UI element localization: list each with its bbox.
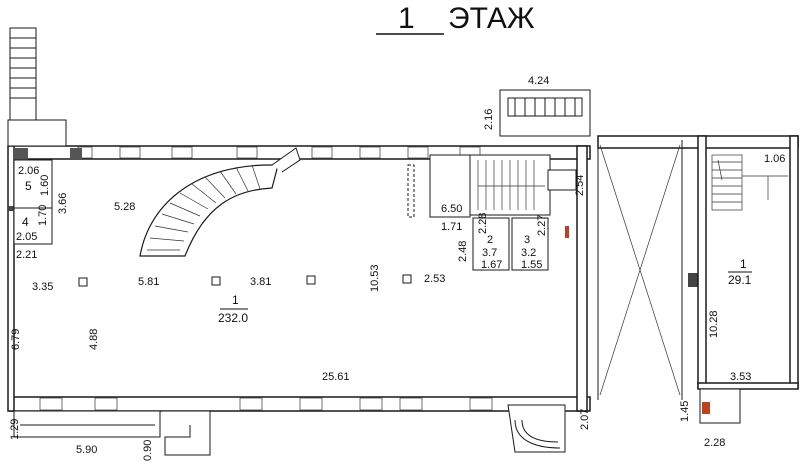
dim-10-28: 10.28 bbox=[708, 310, 720, 338]
curved-stair bbox=[139, 147, 301, 257]
room-right-area: 29.1 bbox=[728, 273, 752, 287]
right-exit bbox=[699, 388, 741, 424]
dim-1-71: 1.71 bbox=[441, 221, 462, 233]
dim-5-28: 5.28 bbox=[114, 201, 135, 213]
dim-1-70: 1.70 bbox=[37, 205, 49, 226]
room-1-area: 232.0 bbox=[218, 311, 248, 325]
dim-1-55: 1.55 bbox=[521, 259, 542, 271]
top-stair bbox=[499, 89, 591, 137]
dim-2-54: 2.54 bbox=[574, 175, 586, 196]
right-block-walls bbox=[597, 135, 799, 400]
columns bbox=[78, 274, 412, 287]
dim-3-53: 3.53 bbox=[730, 371, 751, 383]
room-3-area: 3.2 bbox=[521, 247, 536, 259]
dim-1-60: 1.60 bbox=[39, 175, 51, 196]
room-5-number: 5 bbox=[25, 179, 32, 193]
room-3-number: 3 bbox=[524, 234, 530, 246]
dim-5-81: 5.81 bbox=[138, 276, 159, 288]
dim-2-28-a: 2.28 bbox=[477, 213, 489, 234]
dim-2-53: 2.53 bbox=[424, 273, 445, 285]
dim-6-50: 6.50 bbox=[441, 203, 462, 215]
right-stair bbox=[711, 154, 788, 211]
dim-2-21: 2.21 bbox=[16, 249, 37, 261]
dim-2-27: 2.27 bbox=[536, 215, 548, 236]
dim-2-48: 2.48 bbox=[457, 241, 469, 262]
dim-5-90: 5.90 bbox=[76, 444, 97, 456]
dim-3-35: 3.35 bbox=[32, 281, 53, 293]
room-2-area: 3.7 bbox=[482, 247, 497, 259]
center-stair-block bbox=[407, 154, 577, 218]
dim-10-53: 10.53 bbox=[369, 264, 381, 292]
dim-25-61: 25.61 bbox=[322, 371, 350, 383]
dim-4-88: 4.88 bbox=[88, 329, 100, 350]
dimension-labels: 4.24 2.16 2.06 1.60 3.66 1.70 2.05 2.21 … bbox=[9, 75, 785, 461]
room-2-number: 2 bbox=[487, 234, 493, 246]
dim-4-24: 4.24 bbox=[528, 75, 549, 87]
room-right-number: 1 bbox=[740, 257, 747, 271]
dim-6-79: 6.79 bbox=[10, 329, 22, 350]
bottom-windows bbox=[39, 397, 493, 411]
dim-3-81: 3.81 bbox=[250, 276, 271, 288]
floor-title: ЭТАЖ bbox=[448, 2, 535, 35]
bottom-center-exit bbox=[507, 404, 566, 453]
dim-1-29: 1.29 bbox=[9, 419, 21, 440]
dim-2-07: 2.07 bbox=[579, 409, 591, 430]
dim-1-45: 1.45 bbox=[679, 401, 691, 422]
small-rooms-left bbox=[13, 159, 53, 245]
dim-1-06: 1.06 bbox=[764, 153, 785, 165]
dim-3-66: 3.66 bbox=[57, 193, 69, 214]
dim-1-67: 1.67 bbox=[481, 259, 502, 271]
dim-2-16: 2.16 bbox=[483, 109, 495, 130]
room-4-number: 4 bbox=[22, 215, 29, 229]
floor-number: 1 bbox=[398, 2, 415, 35]
dim-2-28-b: 2.28 bbox=[704, 437, 725, 449]
dim-2-06: 2.06 bbox=[18, 165, 39, 177]
room-1-number: 1 bbox=[232, 293, 239, 307]
wc-block bbox=[472, 217, 569, 271]
dim-2-05: 2.05 bbox=[16, 231, 37, 243]
dim-0-90: 0.90 bbox=[142, 440, 154, 461]
bottom-left-exit bbox=[13, 410, 211, 456]
upper-left-stair bbox=[7, 27, 67, 147]
